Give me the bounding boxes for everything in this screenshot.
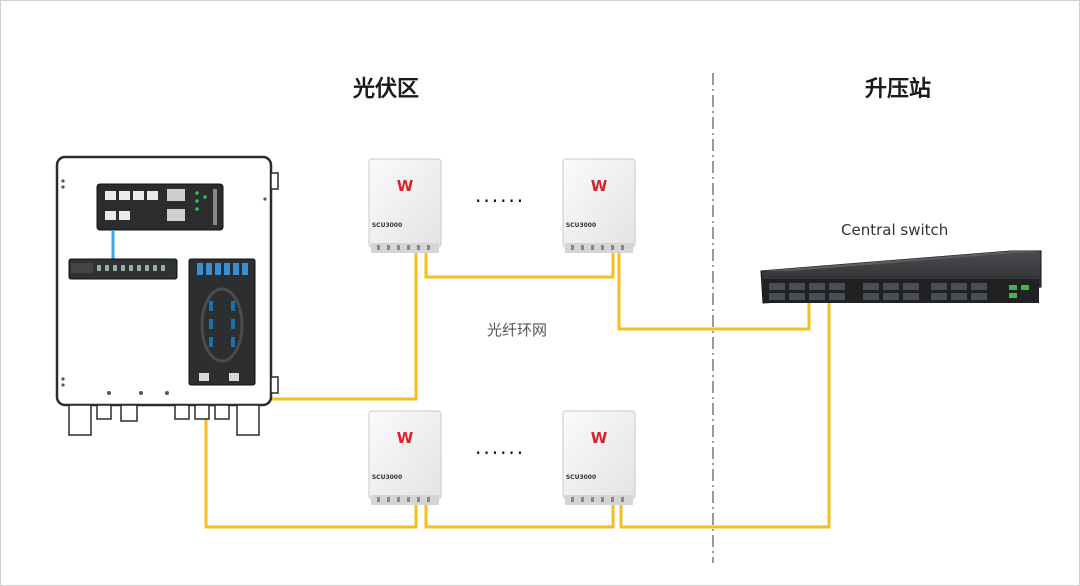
fiber-top-ring-to-switch bbox=[617, 253, 811, 331]
bottom-ring-ellipsis: ...... bbox=[475, 435, 526, 459]
pv-zone-title: 光伏区 bbox=[353, 77, 420, 102]
outdoor-cabinet bbox=[55, 155, 279, 436]
scu-top-2 bbox=[562, 158, 636, 253]
scu-bottom-1-model: SCU3000 bbox=[372, 474, 402, 481]
cabinet-foot-left bbox=[68, 404, 92, 436]
central-switch bbox=[760, 250, 1042, 304]
scu-top-2-brand: W bbox=[591, 177, 608, 195]
scu-top-1-brand: W bbox=[397, 177, 414, 195]
top-ring-ellipsis: ...... bbox=[475, 183, 526, 207]
cabinet-foot-right bbox=[236, 404, 260, 436]
fiber-bottom-ring-between-scu bbox=[424, 505, 615, 529]
rack-power-unit bbox=[68, 258, 178, 280]
scu-bottom-2-model: SCU3000 bbox=[566, 474, 596, 481]
cable-glands bbox=[96, 404, 230, 422]
scu-bottom-2-brand: W bbox=[591, 429, 608, 447]
scu-bottom-1 bbox=[368, 410, 442, 505]
scu-bottom-2 bbox=[562, 410, 636, 505]
cabinet-hinge-top bbox=[270, 172, 279, 190]
scu-top-1-model: SCU3000 bbox=[372, 222, 402, 229]
fiber-splice-tray bbox=[188, 258, 256, 386]
fiber-links bbox=[175, 175, 831, 529]
scu-top-1 bbox=[368, 158, 442, 253]
central-switch-label: Central switch bbox=[841, 221, 949, 239]
fiber-bottom-ring-to-switch bbox=[619, 301, 831, 529]
ring-network-label: 光纤环网 bbox=[487, 321, 548, 339]
cabinet-hinge-bottom bbox=[270, 376, 279, 394]
fiber-cabinet-to-bottom-ring bbox=[204, 385, 418, 529]
substation-zone-title: 升压站 bbox=[865, 77, 932, 102]
fiber-top-ring-between-scu bbox=[424, 253, 615, 279]
scu-top-2-model: SCU3000 bbox=[566, 222, 596, 229]
scu-bottom-1-brand: W bbox=[397, 429, 414, 447]
cabinet-screws bbox=[61, 179, 267, 395]
industrial-switch bbox=[96, 183, 224, 231]
